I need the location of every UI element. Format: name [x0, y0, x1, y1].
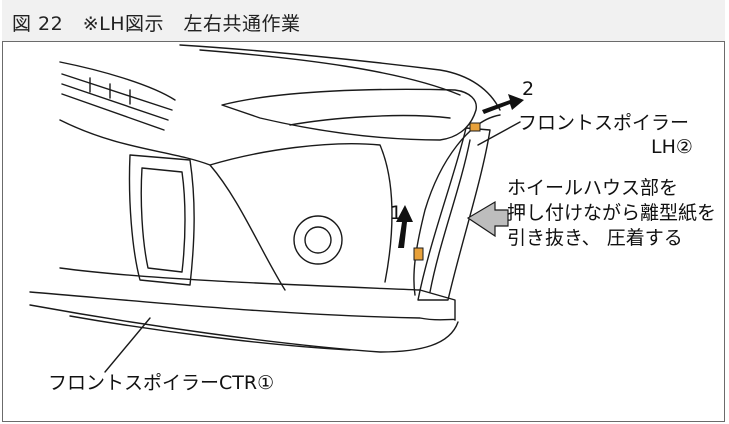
arrow-step-1-icon	[396, 205, 413, 248]
grille-top	[59, 61, 176, 101]
bumper-lower-edge	[59, 267, 456, 321]
label-front-spoiler-lh: フロントスポイラー	[518, 112, 690, 134]
tape-lower-icon	[413, 247, 424, 261]
fog-lamp	[293, 215, 343, 265]
hood-line	[179, 44, 501, 111]
label-instruction-note: ホイールハウス部を 押し付けながら離型紙を 引き抜き、 圧着する	[507, 177, 717, 249]
figure-title: 図 22 ※LH図示 左右共通作業	[12, 13, 301, 35]
left-air-intake	[128, 154, 195, 286]
tape-upper-icon	[469, 122, 481, 132]
figure-header: 図 22 ※LH図示 左右共通作業	[2, 0, 725, 42]
label-front-spoiler-ctr: フロントスポイラーCTR①	[48, 372, 275, 394]
step-2-number: 2	[522, 78, 535, 100]
leader-line-lh	[477, 121, 521, 146]
front-spoiler-lh-part	[417, 127, 491, 301]
leader-line-ctr	[104, 317, 151, 373]
front-spoiler-ctr-part	[29, 291, 456, 321]
label-front-spoiler-lh-number: LH②	[651, 136, 693, 158]
step-1-number: 1	[390, 202, 403, 224]
press-arrow-icon	[466, 200, 509, 238]
wheel-arch	[413, 114, 501, 296]
headlight-outline	[221, 88, 477, 141]
arrow-step-2-icon	[482, 94, 524, 114]
fog-lamp-housing	[209, 143, 393, 283]
